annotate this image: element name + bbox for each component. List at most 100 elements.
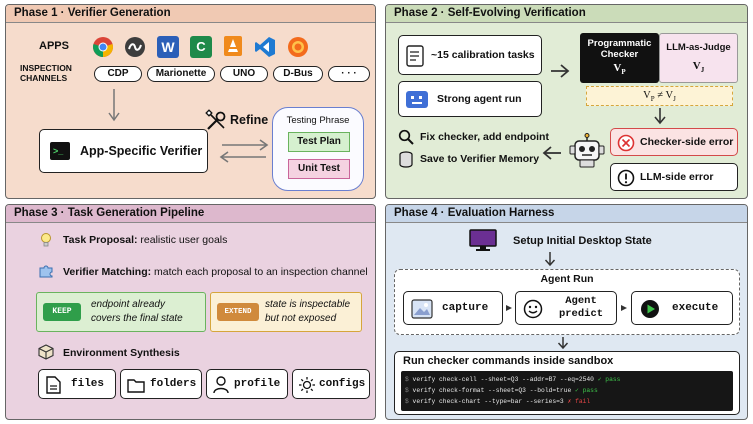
strong-agent-run[interactable]: Strong agent run — [398, 81, 542, 117]
robot-icon — [569, 133, 605, 168]
env-synthesis-label: Environment Synthesis — [63, 347, 180, 359]
save-memory-label: Save to Verifier Memory — [420, 153, 540, 165]
app-swirl-icon — [125, 37, 145, 57]
execute-label: execute — [672, 302, 719, 314]
run-checker-label: Run checker commands inside sandbox — [403, 355, 614, 367]
env-files-label: files — [71, 378, 105, 390]
vp-label: VP — [613, 62, 626, 77]
channel-uno[interactable]: UNO — [220, 66, 268, 82]
phase3-panel: Phase 3 · Task Generation Pipeline Task … — [5, 204, 376, 420]
capture-step[interactable]: capture — [403, 291, 503, 325]
smiley-icon — [523, 299, 543, 319]
execute-step[interactable]: execute — [631, 291, 733, 325]
phase4-title: Phase 4 · Evaluation Harness — [386, 205, 747, 223]
arrow-down-icon — [557, 337, 569, 350]
channel-more[interactable]: · · · — [328, 66, 370, 82]
phase2-panel: Phase 2 · Self-Evolving Verification ~15… — [385, 4, 748, 199]
fix-checker-label: Fix checker, add endpoint — [420, 131, 549, 143]
sun-settings-icon — [299, 377, 315, 393]
thunderbird-icon — [288, 37, 308, 57]
llm-as-judge[interactable]: LLM-as-Judge VJ — [659, 33, 738, 83]
disagreement-box: VP ≠ VJ — [586, 86, 733, 106]
llm-side-error[interactable]: LLM-side error — [610, 163, 738, 191]
task-proposal: Task Proposal: realistic user goals — [63, 234, 228, 246]
testing-phrase-label: Testing Phrase — [286, 115, 350, 126]
vscode-icon — [255, 37, 275, 57]
phase3-title: Phase 3 · Task Generation Pipeline — [6, 205, 375, 223]
monitor-icon — [469, 229, 497, 251]
phase4-panel: Phase 4 · Evaluation Harness Setup Initi… — [385, 204, 748, 420]
phase1-title: Phase 1 · Verifier Generation — [6, 5, 375, 23]
magnifier-icon — [398, 129, 414, 145]
verifier-matching: Verifier Matching: match each proposal t… — [63, 266, 368, 278]
user-icon — [213, 376, 229, 394]
calc-icon: C — [190, 36, 212, 58]
channels-label-line1: INSPECTION — [20, 63, 72, 73]
arrow-down-icon — [108, 89, 120, 122]
apps-label: APPS — [39, 40, 69, 52]
env-folders-label: folders — [150, 378, 197, 390]
llm-judge-label: LLM-as-Judge — [666, 42, 731, 53]
calibration-tasks[interactable]: ~15 calibration tasks — [398, 35, 542, 75]
tools-icon — [205, 109, 226, 130]
env-configs[interactable]: configs — [292, 369, 370, 399]
llm-error-label: LLM-side error — [640, 171, 714, 183]
channel-marionette[interactable]: Marionette — [147, 66, 215, 82]
word-icon: W — [157, 36, 179, 58]
folder-icon — [127, 379, 145, 393]
arrow-down-icon — [544, 252, 556, 267]
puzzle-icon — [39, 265, 53, 278]
command-line: $ verify check-format --sheet=Q3 --bold=… — [405, 387, 598, 394]
env-files[interactable]: files — [38, 369, 116, 399]
capture-label: capture — [442, 302, 489, 314]
terminal-icon: >_ — [50, 142, 70, 160]
terminal-output: $ verify check-cell --sheet=Q3 --addr=B7… — [401, 371, 733, 411]
image-icon — [411, 299, 433, 319]
checker-side-error[interactable]: Checker-side error — [610, 128, 738, 156]
chrome-icon — [93, 37, 113, 57]
strong-run-label: Strong agent run — [437, 93, 522, 105]
channel-cdp[interactable]: CDP — [94, 66, 142, 82]
arrow-right-icon — [551, 64, 570, 78]
unit-test-box[interactable]: Unit Test — [288, 159, 350, 179]
env-profile[interactable]: profile — [206, 369, 288, 399]
sandbox-panel: Run checker commands inside sandbox $ ve… — [394, 351, 740, 415]
env-profile-label: profile — [234, 378, 281, 390]
error-x-icon — [617, 134, 635, 152]
vlc-icon — [224, 36, 242, 56]
checker-error-label: Checker-side error — [640, 136, 734, 148]
calibration-label: ~15 calibration tasks — [431, 49, 535, 61]
extend-badge: EXTEND — [217, 303, 259, 321]
programmatic-checker[interactable]: Programmatic Checker VP — [580, 33, 659, 83]
keep-badge: KEEP — [43, 303, 81, 321]
arrow-down-icon — [654, 108, 666, 125]
setup-label: Setup Initial Desktop State — [513, 235, 652, 247]
file-icon — [46, 376, 61, 394]
app-specific-verifier[interactable]: >_ App-Specific Verifier — [39, 129, 208, 173]
test-plan-box[interactable]: Test Plan — [288, 132, 350, 152]
phase1-panel: Phase 1 · Verifier Generation APPS W C I… — [5, 4, 376, 199]
command-line: $ verify check-chart --type=bar --series… — [405, 398, 591, 405]
env-configs-label: configs — [319, 378, 366, 390]
database-icon — [399, 151, 413, 168]
lightbulb-icon — [41, 233, 51, 247]
alert-icon — [617, 169, 635, 187]
channels-label: INSPECTION CHANNELS — [20, 63, 72, 83]
vj-label: VJ — [692, 60, 705, 75]
channel-dbus[interactable]: D-Bus — [273, 66, 323, 82]
step-arrow-icon — [621, 305, 627, 311]
env-folders[interactable]: folders — [120, 369, 202, 399]
bidirectional-arrows-icon — [219, 139, 269, 163]
phase2-title: Phase 2 · Self-Evolving Verification — [386, 5, 747, 23]
cube-icon — [38, 344, 54, 360]
agent-run-label: Agent Run — [540, 273, 594, 285]
step-arrow-icon — [506, 305, 512, 311]
programmatic-label-1: Programmatic — [587, 38, 652, 49]
